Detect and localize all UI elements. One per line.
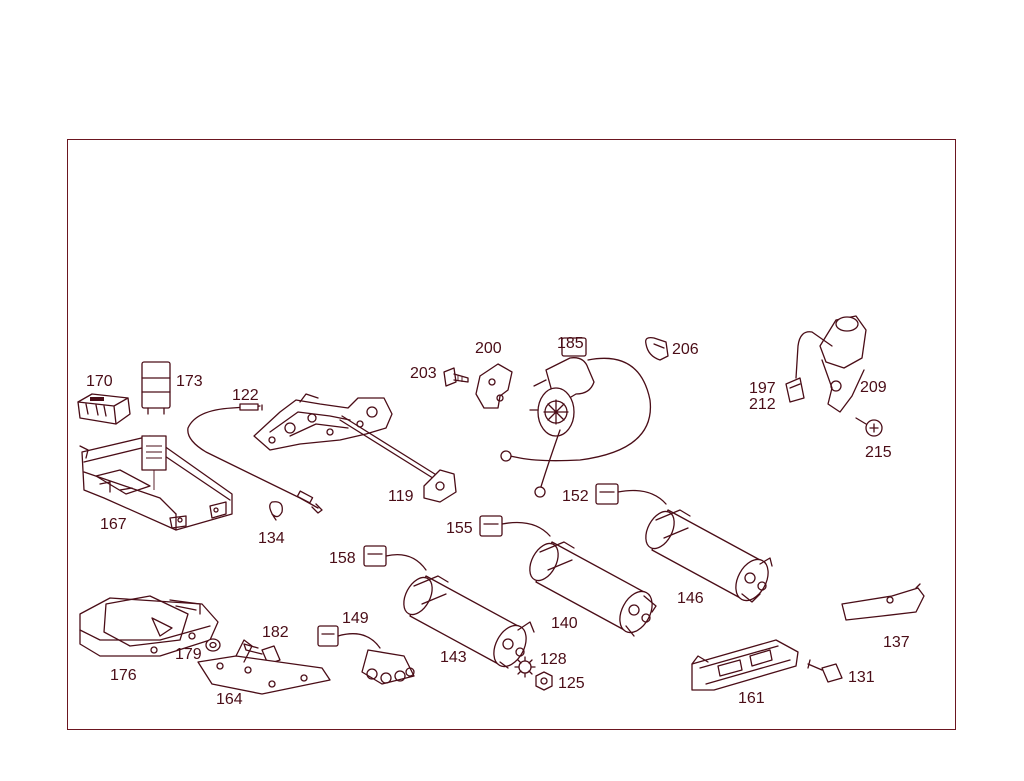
part-119-seat-adjuster[interactable] — [253, 393, 457, 503]
callout-146: 146 — [677, 590, 704, 607]
callout-173: 173 — [176, 373, 203, 390]
part-131-bolt[interactable] — [807, 659, 843, 683]
callout-170: 170 — [86, 373, 113, 390]
part-173-relay[interactable] — [141, 361, 171, 415]
part-206-clip[interactable] — [645, 336, 669, 361]
callout-122: 122 — [232, 387, 259, 404]
part-149-connector-harness[interactable] — [317, 625, 415, 685]
callout-182: 182 — [262, 624, 289, 641]
part-128-lock-washer[interactable] — [514, 656, 536, 678]
callout-206: 206 — [672, 341, 699, 358]
callout-152: 152 — [562, 488, 589, 505]
part-185-motor[interactable] — [500, 337, 652, 498]
part-140-cylinder-actuator[interactable] — [479, 515, 659, 638]
part-170-connector[interactable] — [77, 393, 131, 425]
callout-119: 119 — [388, 488, 414, 505]
part-167-control-unit-tray[interactable] — [79, 435, 233, 531]
callout-131: 131 — [848, 669, 875, 686]
callout-140: 140 — [551, 615, 578, 632]
callout-215: 215 — [865, 444, 892, 461]
part-176-control-module[interactable] — [79, 595, 219, 657]
callout-137: 137 — [883, 634, 910, 651]
callout-200: 200 — [475, 340, 502, 357]
part-122-cable[interactable] — [187, 403, 323, 514]
part-215-screw[interactable] — [855, 417, 883, 437]
callout-176: 176 — [110, 667, 137, 684]
callout-134: 134 — [258, 530, 285, 547]
part-134-clip[interactable] — [269, 501, 283, 521]
part-161-rail-bracket[interactable] — [691, 639, 799, 691]
callout-179: 179 — [175, 646, 202, 663]
callout-149: 149 — [342, 610, 369, 627]
callout-161: 161 — [738, 690, 765, 707]
callout-128: 128 — [540, 651, 567, 668]
callout-167: 167 — [100, 516, 127, 533]
part-137-bracket[interactable] — [841, 583, 925, 621]
callout-155: 155 — [446, 520, 473, 537]
part-209-actuator-motor[interactable] — [795, 315, 867, 413]
callout-158: 158 — [329, 550, 356, 567]
callout-164: 164 — [216, 691, 243, 708]
callout-125: 125 — [558, 675, 585, 692]
part-203-screw[interactable] — [443, 367, 469, 387]
callout-143: 143 — [440, 649, 467, 666]
callout-209: 209 — [860, 379, 887, 396]
callout-197: 197 — [749, 380, 776, 397]
part-179-grommet[interactable] — [205, 638, 221, 652]
callout-212: 212 — [749, 396, 776, 413]
part-200-bracket[interactable] — [475, 363, 513, 409]
part-146-cylinder-actuator[interactable] — [595, 483, 775, 606]
part-143-cylinder-actuator[interactable] — [363, 545, 535, 672]
callout-203: 203 — [410, 365, 437, 382]
part-125-nut[interactable] — [535, 671, 553, 691]
part-197-212-plug[interactable] — [785, 377, 805, 403]
callout-labels: 170 173 122 167 134 119 200 203 185 206 … — [86, 335, 910, 708]
diagram-frame — [67, 139, 956, 730]
callout-185: 185 — [557, 335, 584, 352]
part-164-bracket[interactable] — [197, 639, 331, 695]
